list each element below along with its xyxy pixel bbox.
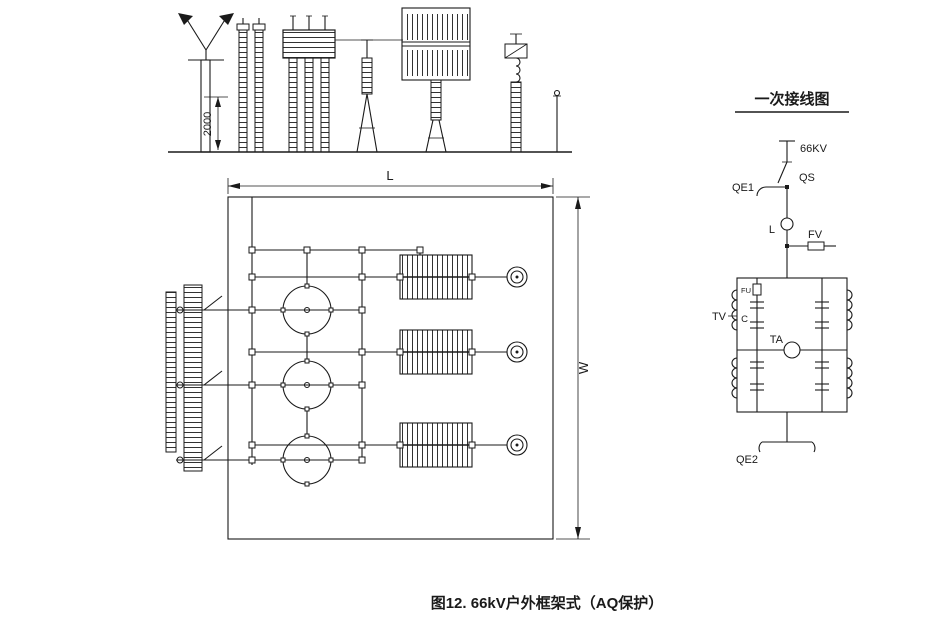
dimension-length: L: [227, 168, 554, 194]
tv-unit-box: FU C TA: [731, 277, 853, 413]
qs-label: QS: [799, 172, 815, 184]
tv-label: TV: [712, 311, 727, 323]
terminal-post: [553, 89, 561, 152]
disconnect-switch-structure: [165, 284, 223, 472]
support-insulator: [356, 39, 378, 153]
voltage-label: 66KV: [800, 143, 828, 155]
junction-squares: [248, 246, 476, 464]
fv-label: FV: [808, 229, 823, 241]
post-insulators: [236, 18, 266, 153]
transformer-circles: [280, 283, 334, 487]
dimension-width: W: [556, 196, 591, 540]
c-label: C: [741, 314, 748, 325]
bushing-circles: [506, 266, 528, 456]
ta-label: TA: [770, 334, 784, 346]
wiring-diagram-title: 一次接线图: [754, 90, 829, 108]
dimension-2000: 2000: [202, 96, 228, 150]
dimension-2000-label: 2000: [202, 112, 214, 136]
qe1-label: QE1: [732, 182, 754, 194]
surge-arrester-elevation: [504, 33, 528, 153]
inductor-label: L: [769, 224, 775, 236]
transformer-elevation: [282, 15, 336, 153]
capacitor-rack-elevation: [401, 7, 471, 153]
fence-boundary: [227, 196, 554, 540]
capacitor-racks-plan: [399, 254, 473, 468]
figure-caption: 图12. 66kV户外框架式（AQ保护）: [431, 594, 664, 612]
qe2-label: QE2: [736, 454, 758, 466]
dimension-length-label: L: [386, 168, 393, 183]
dimension-width-label: W: [576, 361, 591, 374]
elevation-view: 2000: [168, 7, 572, 153]
wiring-diagram: 一次接线图 66KV QS QE1 L FV: [712, 90, 853, 466]
plan-view: L W: [165, 168, 591, 540]
fu-label: FU: [741, 286, 751, 295]
arrester-v-structure: [178, 13, 234, 153]
